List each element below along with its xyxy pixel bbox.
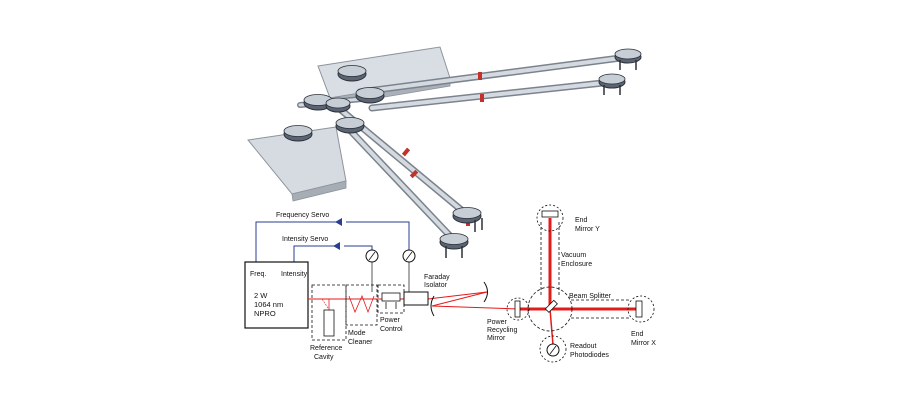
chamber-end-y-lower bbox=[452, 207, 483, 232]
chamber-end-x-lower bbox=[439, 233, 469, 258]
beam-splitter-label: Beam Splitter bbox=[569, 293, 612, 300]
faraday-isolator-label-1: Faraday bbox=[424, 274, 450, 281]
power-control-label-1: Power bbox=[380, 317, 401, 324]
readout-label-1: Readout bbox=[570, 343, 597, 350]
recycling-mirror-label-3: Mirror bbox=[487, 335, 506, 342]
chamber-corner-a bbox=[337, 65, 367, 82]
laser-type-label: NPRO bbox=[254, 309, 276, 318]
intensity-servo-label: Intensity Servo bbox=[282, 236, 328, 243]
chamber-corner-f bbox=[335, 117, 365, 134]
servo-photodetector-frequency bbox=[402, 249, 416, 292]
power-control: Power Control bbox=[377, 284, 405, 333]
servo-photodetector-intensity bbox=[365, 249, 379, 292]
freq-input-label: Freq. bbox=[250, 271, 266, 278]
mode-cleaner-label-1: Mode bbox=[348, 330, 366, 337]
laser-box: Freq. Intensity 2 W 1064 nm NPRO bbox=[244, 261, 309, 329]
power-control-label-2: Control bbox=[380, 326, 403, 333]
reference-cavity-label-1: Reference bbox=[310, 345, 342, 352]
reference-cavity: Reference Cavity bbox=[310, 284, 347, 361]
vacuum-chambers bbox=[283, 48, 642, 258]
vacuum-enclosure bbox=[527, 222, 630, 332]
mode-cleaner-label-2: Cleaner bbox=[348, 339, 373, 346]
steering-mirrors bbox=[430, 281, 488, 317]
laser-wavelength-label: 1064 nm bbox=[254, 300, 283, 309]
frequency-servo-loop bbox=[255, 218, 410, 262]
end-mirror-y: End Mirror Y bbox=[536, 204, 600, 233]
chamber-corner-d bbox=[325, 97, 351, 113]
recycling-mirror-label-1: Power bbox=[487, 319, 508, 326]
laser-beam-path bbox=[308, 218, 636, 346]
frequency-servo-label: Frequency Servo bbox=[276, 212, 329, 219]
power-recycling-mirror: Power Recycling Mirror bbox=[487, 297, 530, 342]
chamber-end-y-upper bbox=[614, 48, 642, 70]
faraday-isolator: Faraday Isolator bbox=[403, 274, 450, 306]
end-mirror-y-label-1: End bbox=[575, 217, 588, 224]
end-mirror-x-label-2: Mirror X bbox=[631, 340, 656, 347]
schematic: Frequency Servo Intensity Servo Freq. In… bbox=[244, 204, 656, 363]
recycling-mirror-label-2: Recycling bbox=[487, 327, 517, 334]
readout-photodiodes: Readout Photodiodes bbox=[539, 335, 609, 363]
chamber-corner-c bbox=[355, 87, 385, 104]
reference-cavity-label-2: Cavity bbox=[314, 354, 334, 361]
vacuum-enclosure-label-1: Vacuum bbox=[561, 252, 586, 259]
facility-illustration bbox=[247, 46, 642, 258]
beam-splitter: Beam Splitter bbox=[544, 293, 612, 313]
chamber-corner-e bbox=[283, 125, 313, 142]
laser-power-label: 2 W bbox=[254, 291, 268, 300]
intensity-servo-loop bbox=[293, 242, 373, 262]
chamber-end-x-upper bbox=[598, 73, 626, 95]
faraday-isolator-label-2: Isolator bbox=[424, 282, 448, 289]
end-mirror-y-label-2: Mirror Y bbox=[575, 226, 600, 233]
mode-cleaner: Mode Cleaner bbox=[345, 284, 378, 346]
end-mirror-x-label-1: End bbox=[631, 331, 644, 338]
vacuum-enclosure-label-2: Enclosure bbox=[561, 261, 592, 268]
end-mirror-x: End Mirror X bbox=[627, 295, 656, 347]
readout-label-2: Photodiodes bbox=[570, 352, 609, 359]
intensity-input-label: Intensity bbox=[281, 271, 308, 278]
